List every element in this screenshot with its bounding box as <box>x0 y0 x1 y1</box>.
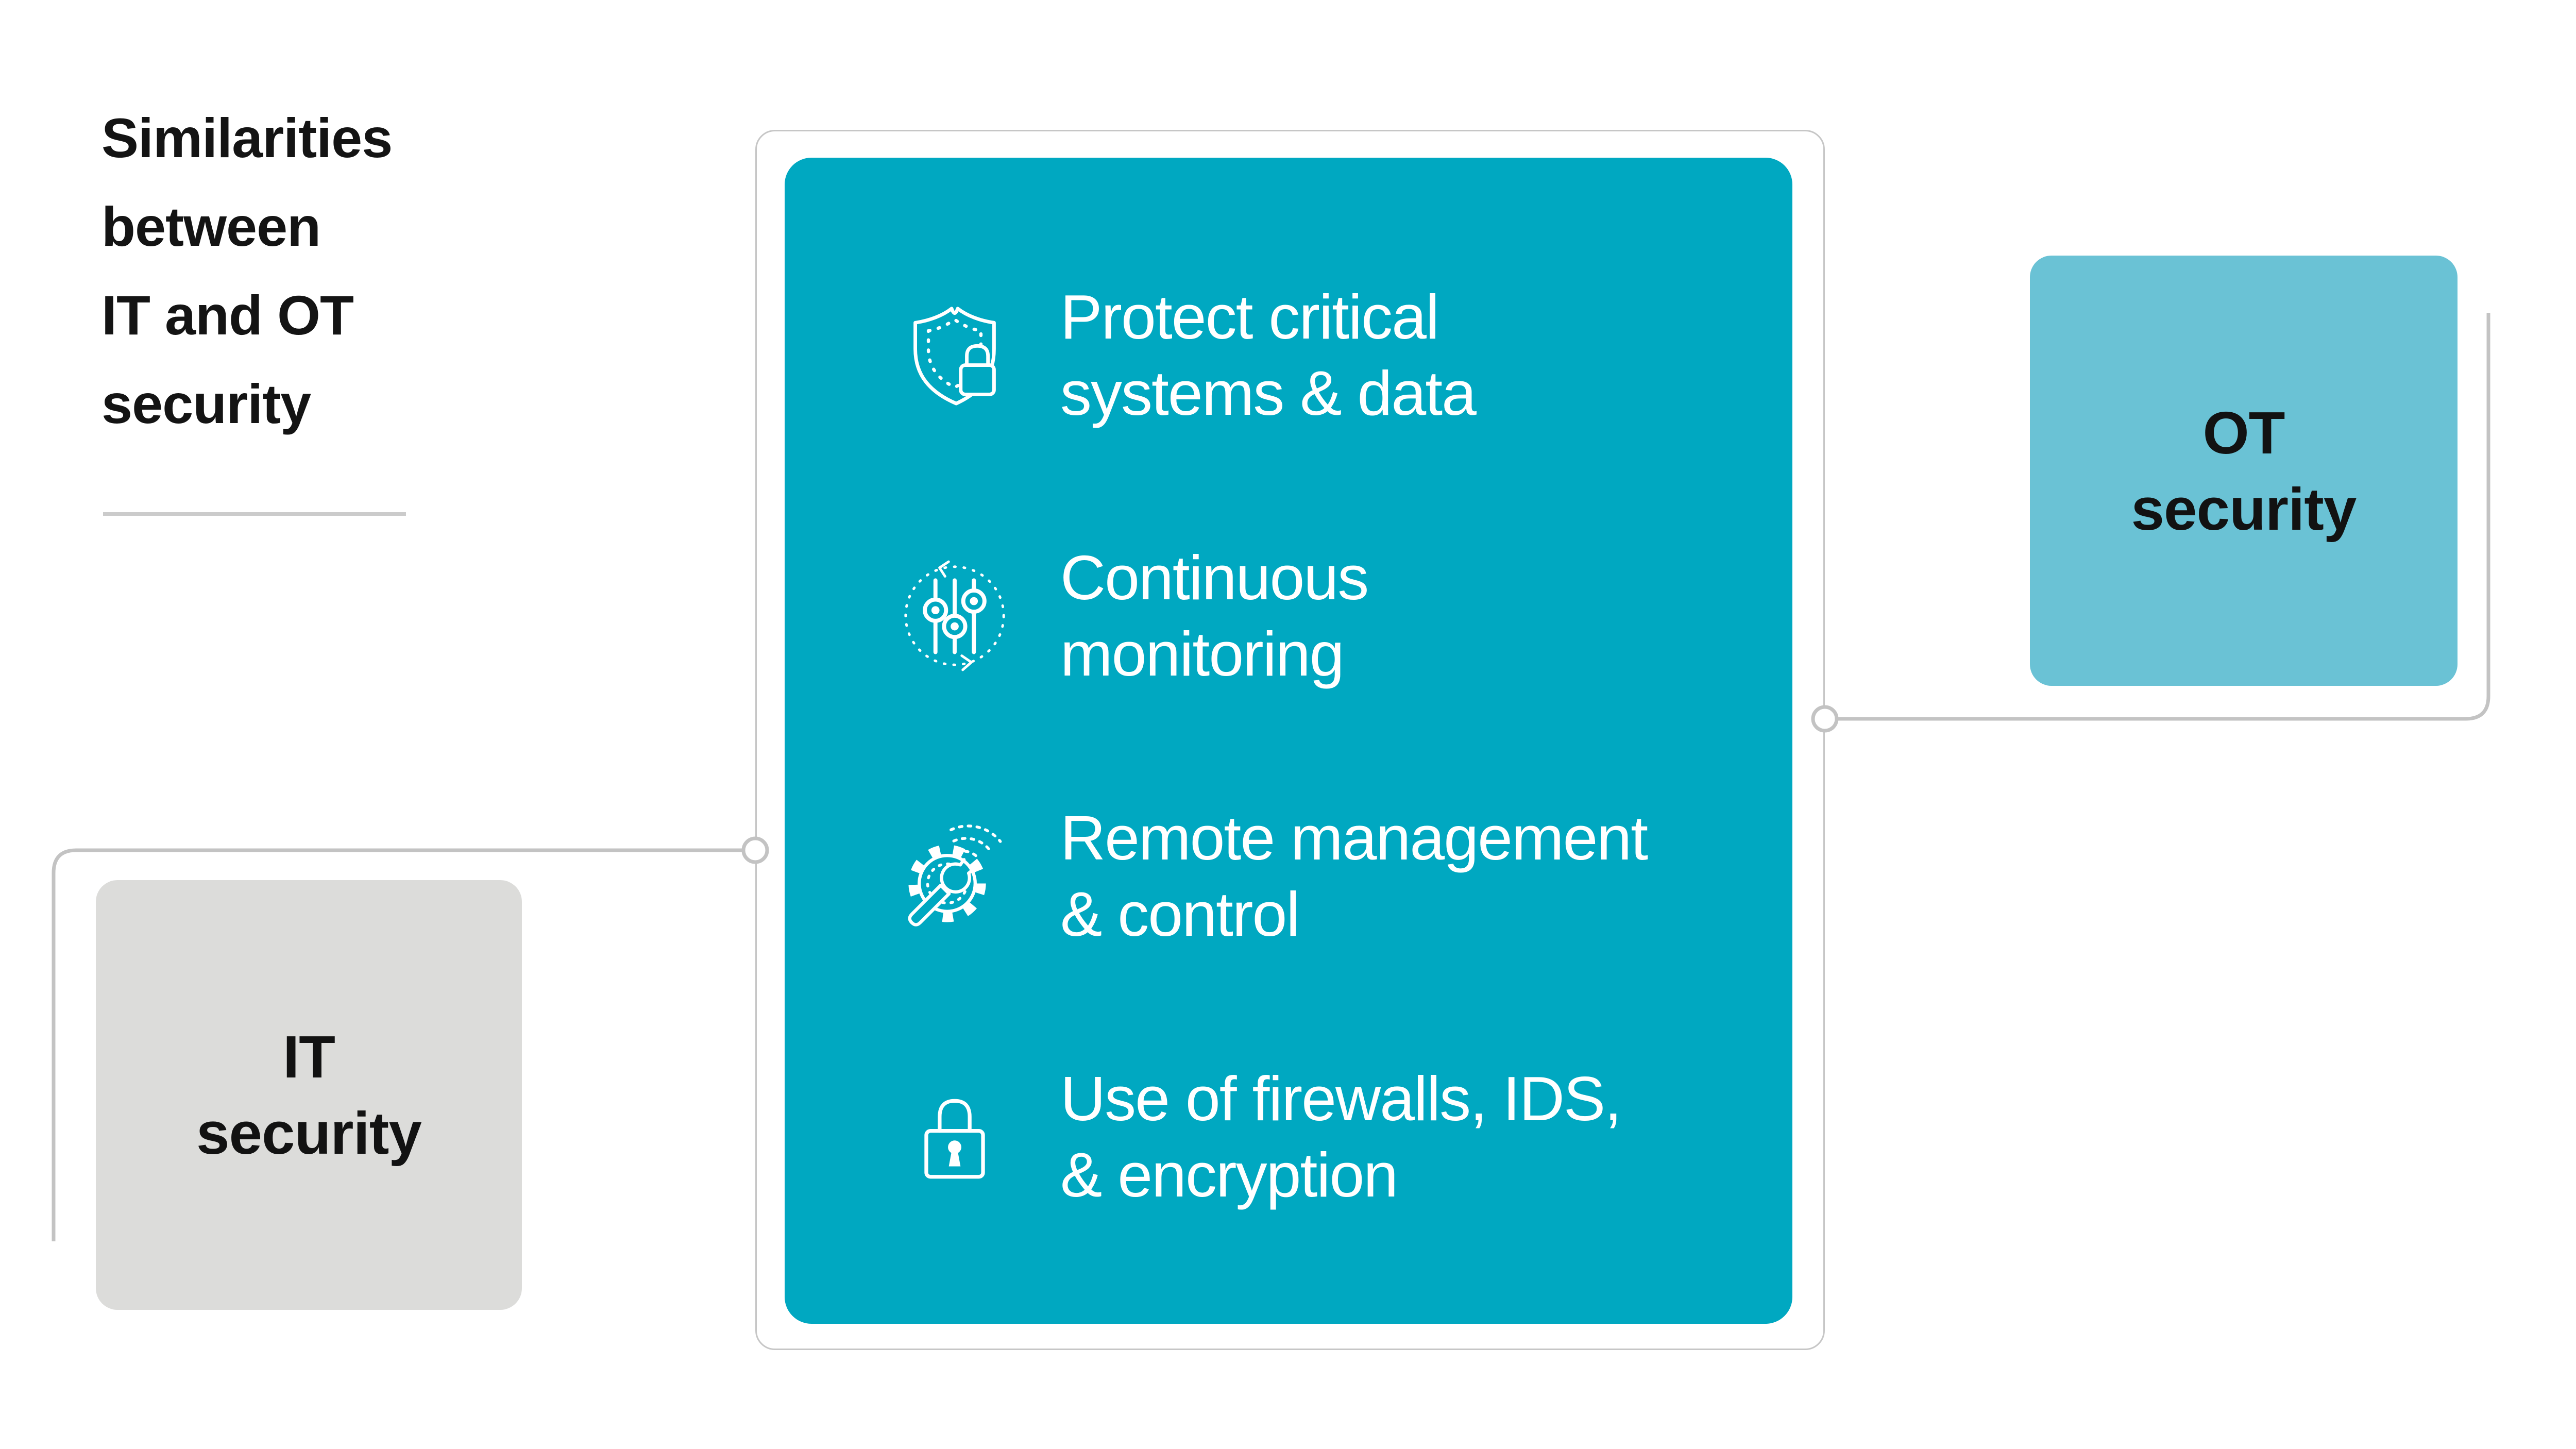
title-underline <box>103 512 406 516</box>
item-text-line: monitoring <box>1060 618 1345 689</box>
ot-label-line: security <box>2131 475 2357 543</box>
ot-security-card: OT security <box>2030 256 2458 686</box>
it-security-card: IT security <box>96 880 522 1310</box>
it-label-line: IT <box>282 1023 335 1090</box>
title-line: IT and OT <box>101 284 354 346</box>
list-item: Continuous monitoring <box>895 540 1756 692</box>
item-text-line: & encryption <box>1060 1140 1398 1210</box>
item-text-line: Use of firewalls, IDS, <box>1060 1064 1622 1134</box>
item-text-line: systems & data <box>1060 358 1477 428</box>
gear-wrench-icon <box>895 822 1014 930</box>
item-text: Use of firewalls, IDS, & encryption <box>1060 1060 1622 1213</box>
item-text-line: Continuous <box>1060 542 1369 613</box>
title-line: Similarities <box>101 107 393 169</box>
padlock-icon <box>895 1092 1014 1181</box>
shield-lock-icon <box>895 299 1014 411</box>
list-item: Protect critical systems & data <box>895 279 1756 431</box>
title-line: security <box>101 373 311 435</box>
title-line: between <box>101 195 321 258</box>
item-text: Continuous monitoring <box>1060 540 1369 692</box>
item-text: Protect critical systems & data <box>1060 279 1477 431</box>
item-text: Remote management & control <box>1060 800 1648 952</box>
item-text-line: Protect critical <box>1060 281 1439 352</box>
ot-security-label: OT security <box>2131 395 2357 547</box>
item-text-line: Remote management <box>1060 803 1648 873</box>
it-security-label: IT security <box>196 1019 422 1171</box>
item-text-line: & control <box>1060 879 1300 950</box>
list-item: Use of firewalls, IDS, & encryption <box>895 1060 1756 1213</box>
page-title: Similarities between IT and OT security <box>101 94 393 448</box>
similarities-panel: Protect critical systems & data <box>785 158 1792 1324</box>
it-label-line: security <box>196 1100 422 1167</box>
ot-label-line: OT <box>2202 399 2285 466</box>
sync-sliders-icon <box>895 560 1014 671</box>
list-item: Remote management & control <box>895 800 1756 952</box>
